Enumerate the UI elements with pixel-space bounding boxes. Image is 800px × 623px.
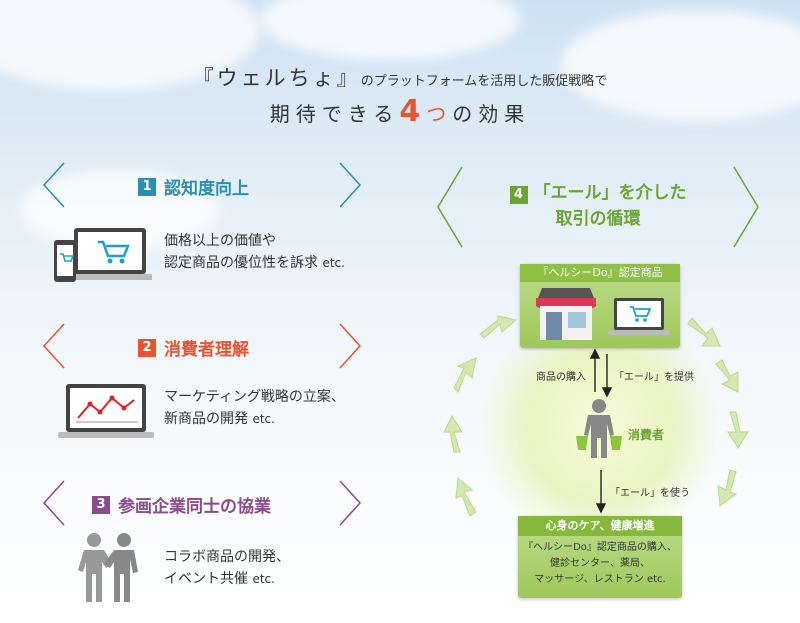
cycle-arrow-right	[687, 317, 749, 507]
effect-4-title-line1: 「エール」を介した	[533, 183, 687, 203]
flow-arrows	[589, 348, 613, 514]
effect-3-number: 3	[92, 495, 110, 514]
health-care-line2: 健診センター、薬局、	[550, 558, 650, 569]
health-care-line3: マッサージ、レストラン etc.	[534, 574, 666, 585]
effect-1-etc: etc.	[322, 256, 345, 270]
effect-4-bracket	[436, 166, 760, 248]
buy-label: 商品の購入	[536, 372, 586, 383]
effect-3-desc-line1: コラボ商品の開発、	[164, 549, 290, 565]
effect-3-title-text: 参画企業同士の協業	[118, 497, 271, 517]
use-label: 「エール」を使う	[610, 488, 690, 499]
bracket-frame	[437, 166, 759, 248]
effect-2-desc-line2: 新商品の開発	[164, 411, 248, 427]
header-line2-pre: 期待できる	[269, 102, 400, 126]
brand-name: 『ウェルちょ』	[192, 66, 361, 90]
cloud	[560, 10, 800, 120]
devices-cart-icon	[54, 228, 152, 282]
effect-3-bracket	[42, 480, 362, 526]
effect-3-title: 3 参画企業同士の協業	[92, 492, 271, 517]
effect-2-bracket	[42, 323, 362, 369]
provide-label: 「エール」を提供	[614, 372, 694, 383]
consumer-label: 消費者	[628, 428, 665, 442]
certified-products-title: 『ヘルシーDo』認定商品	[520, 264, 680, 282]
effect-2-title-text: 消費者理解	[164, 340, 249, 360]
effect-4-title: 4 「エール」を介した 取引の循環	[478, 180, 718, 232]
certified-products-card: 『ヘルシーDo』認定商品	[520, 264, 680, 348]
handshake-icon	[78, 533, 138, 602]
effect-1-desc-line2: 認定商品の優位性を訴求	[164, 255, 318, 271]
effect-3-desc-line2: イベント共催	[164, 571, 248, 587]
header-line2: 期待できる4つの効果	[0, 94, 800, 129]
effect-2-desc: マーケティング戦略の立案、 新商品の開発 etc.	[164, 386, 345, 430]
header-number: 4	[399, 94, 427, 129]
health-care-card: 心身のケア、健康増進 『ヘルシーDo』認定商品の購入、 健診センター、薬局、 マ…	[518, 516, 682, 598]
header-tsu: つ	[426, 102, 453, 126]
bracket-frame	[42, 480, 362, 526]
effect-1-title-text: 認知度向上	[164, 179, 249, 199]
bracket-frame	[42, 323, 362, 369]
effect-1-bracket	[42, 162, 362, 208]
effect-1-desc: 価格以上の価値や 認定商品の優位性を訴求 etc.	[164, 230, 345, 274]
store-icon	[536, 288, 596, 340]
effect-1-number: 1	[138, 177, 156, 196]
effect-2-desc-line1: マーケティング戦略の立案、	[164, 389, 345, 405]
laptop-chart-icon	[58, 384, 154, 438]
header-line1-rest: のプラットフォームを活用した販促戦略で	[360, 74, 608, 89]
effect-2-number: 2	[138, 338, 156, 357]
effect-2-etc: etc.	[252, 412, 275, 426]
health-care-line1: 『ヘルシーDo』認定商品の購入、	[523, 542, 677, 553]
consumer-icon	[576, 399, 622, 458]
effect-4-number: 4	[509, 186, 528, 204]
header-line2-post: の効果	[452, 102, 531, 126]
header-line1: 『ウェルちょ』のプラットフォームを活用した販促戦略で	[0, 62, 800, 92]
cycle-arrow-left	[443, 315, 518, 517]
effect-4-title-line2: 取引の循環	[555, 209, 641, 229]
health-care-title: 心身のケア、健康増進	[518, 516, 682, 536]
effect-3-desc: コラボ商品の開発、 イベント共催 etc.	[164, 546, 290, 590]
effect-2-title: 2 消費者理解	[138, 335, 249, 360]
cloud	[260, 0, 520, 60]
effect-1-title: 1 認知度向上	[138, 174, 249, 199]
effect-3-etc: etc.	[252, 572, 275, 586]
effect-1-desc-line1: 価格以上の価値や	[164, 233, 276, 249]
bracket-frame	[42, 162, 362, 208]
laptop-cart-icon	[608, 298, 670, 335]
